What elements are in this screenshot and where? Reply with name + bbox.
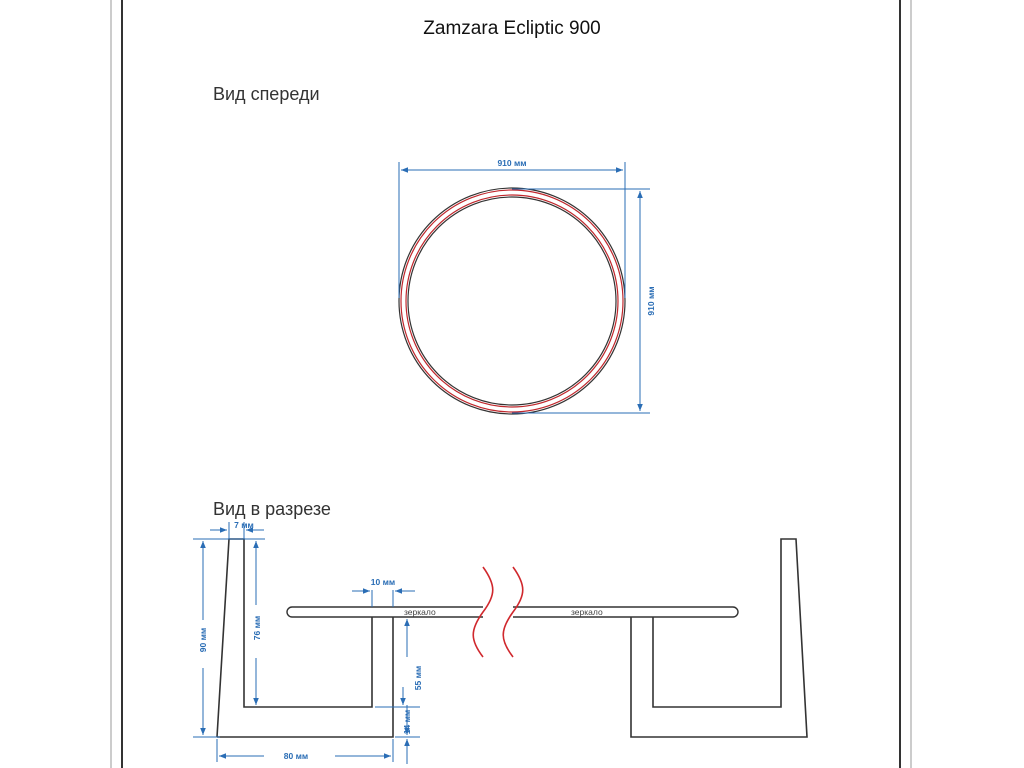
dim-bottom-thickness: 14 мм <box>402 710 412 734</box>
section-dimensions <box>193 522 420 764</box>
front-view-circle <box>398 187 626 415</box>
dim-outer-height: 90 мм <box>198 628 208 652</box>
dim-gap: 10 мм <box>371 577 395 587</box>
front-height-label: 910 мм <box>646 286 656 315</box>
break-line-left <box>472 566 494 658</box>
front-width-dimension <box>398 162 626 298</box>
dim-inner-height: 76 мм <box>252 616 262 640</box>
front-width-label: 910 мм <box>497 158 526 168</box>
dim-width: 80 мм <box>284 751 308 761</box>
mirror-label-left: зеркало <box>404 607 436 617</box>
document-title: Zamzara Ecliptic 900 <box>423 18 600 39</box>
mirror-label-right: зеркало <box>571 607 603 617</box>
front-view-heading: Вид спереди <box>213 84 320 104</box>
break-line-right <box>502 566 524 658</box>
front-height-dimension <box>512 188 650 414</box>
left-frame-profile <box>216 538 394 738</box>
dim-depth: 55 мм <box>413 666 423 690</box>
right-frame-profile <box>630 538 808 738</box>
section-view-heading: Вид в разрезе <box>213 499 331 519</box>
dim-top-thickness: 7 мм <box>234 520 254 530</box>
